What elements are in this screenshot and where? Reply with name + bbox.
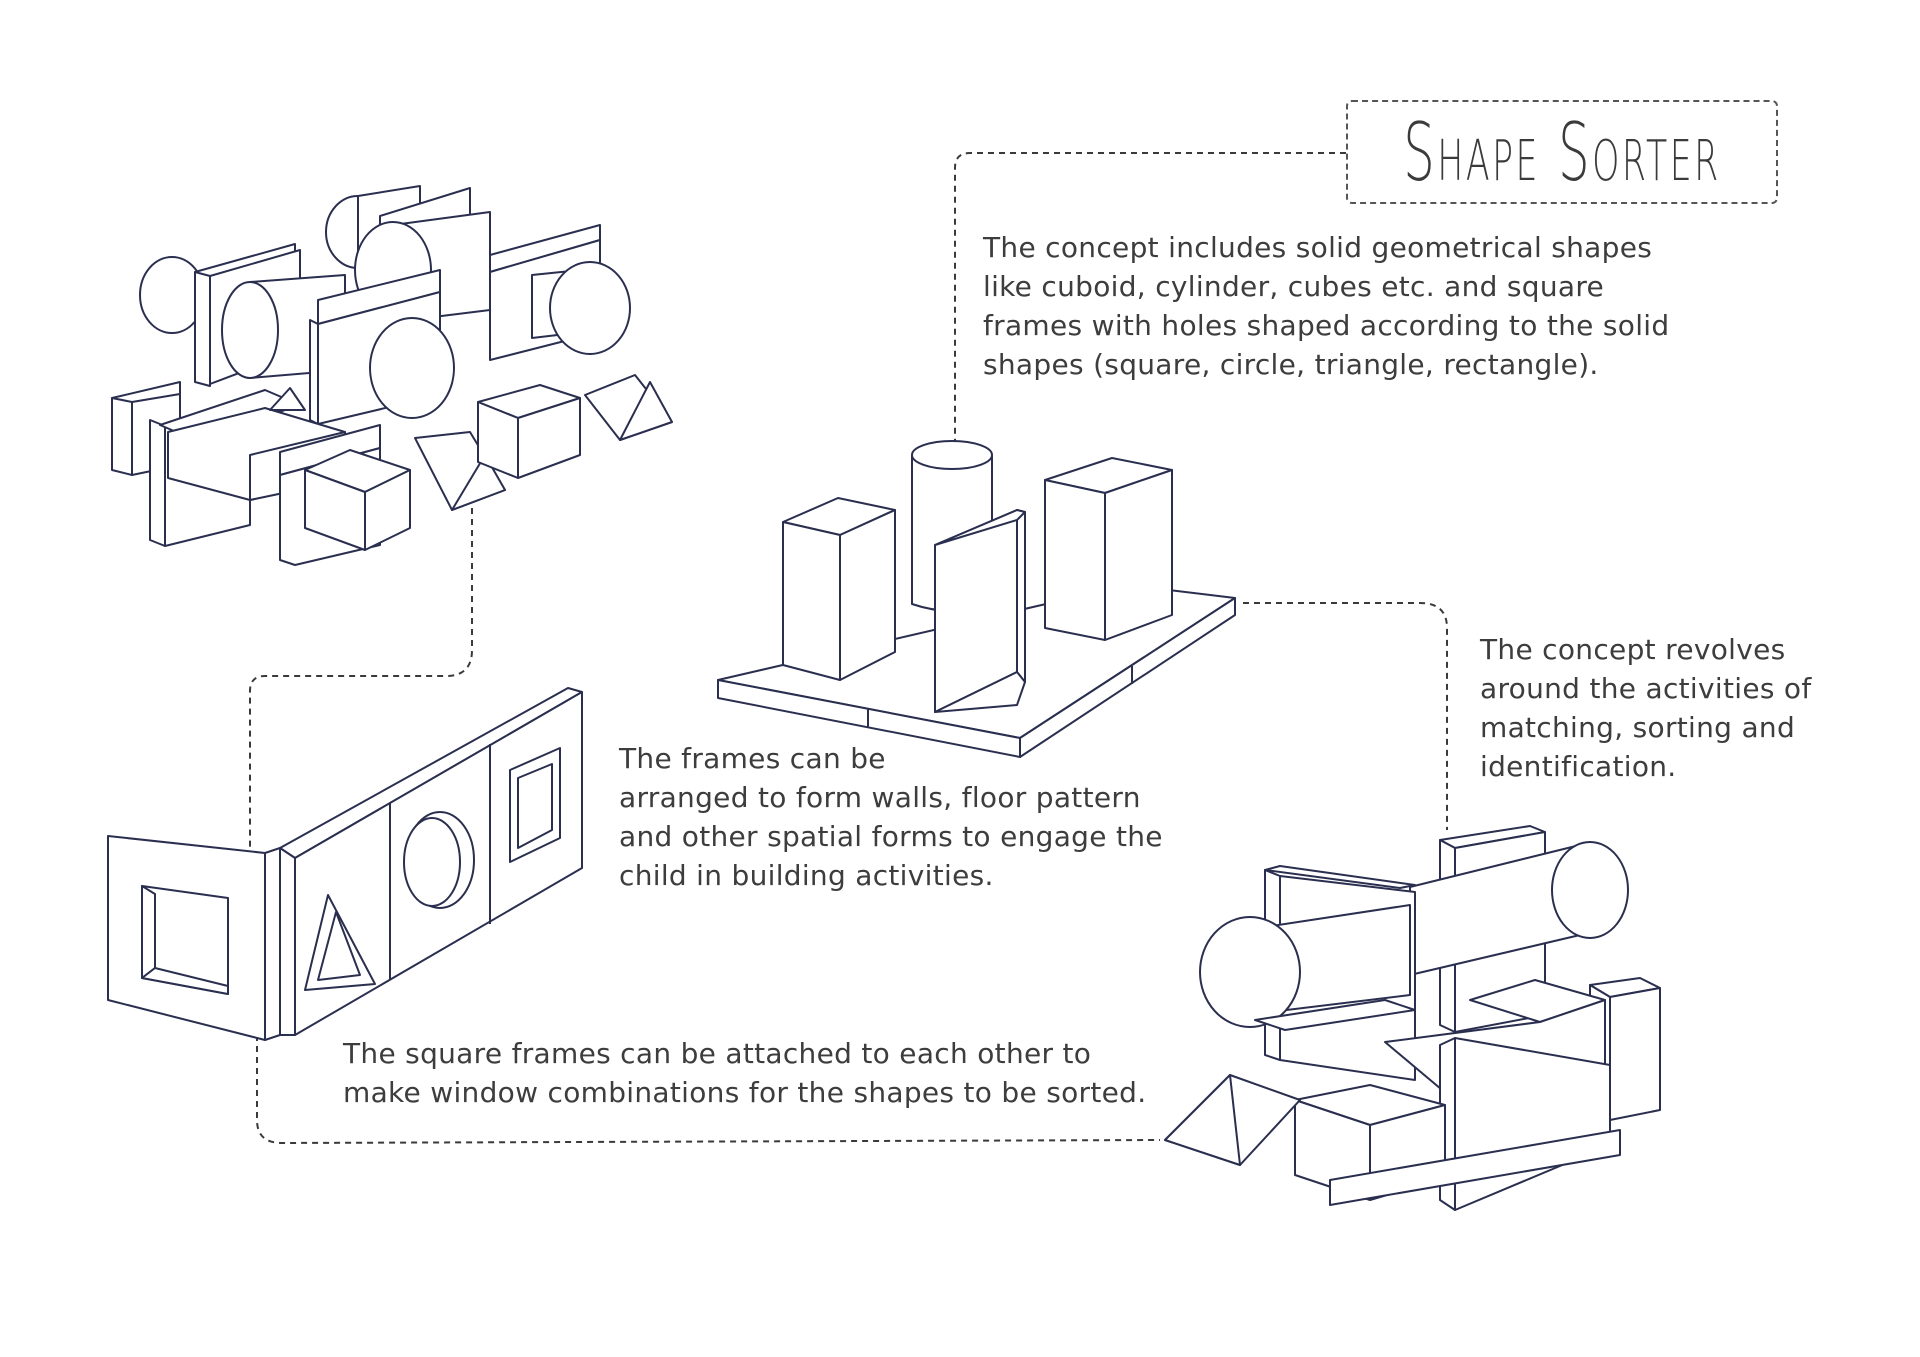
connector-frames-to-bottom-assembly [256,1035,1161,1145]
connectors [249,152,1448,1145]
frames-description: The frames can be arranged to form walls… [619,742,1163,892]
concept-description: The concept includes solid geometrical s… [983,231,1670,381]
title-box: Shape Sorter [1346,100,1778,204]
bottom-right-assembly-illustration [1164,825,1661,1211]
top-left-assembly-illustration [111,185,673,566]
page-title: Shape Sorter [1403,105,1721,199]
square-frames-description: The square frames can be attached to eac… [343,1037,1147,1109]
activities-description: The concept revolves around the activiti… [1480,633,1812,783]
connector-title-to-base [954,152,1346,445]
frames-wall-illustration [107,687,583,1041]
base-with-solids-illustration [717,440,1236,758]
connector-base-to-right-assembly [1243,602,1448,830]
